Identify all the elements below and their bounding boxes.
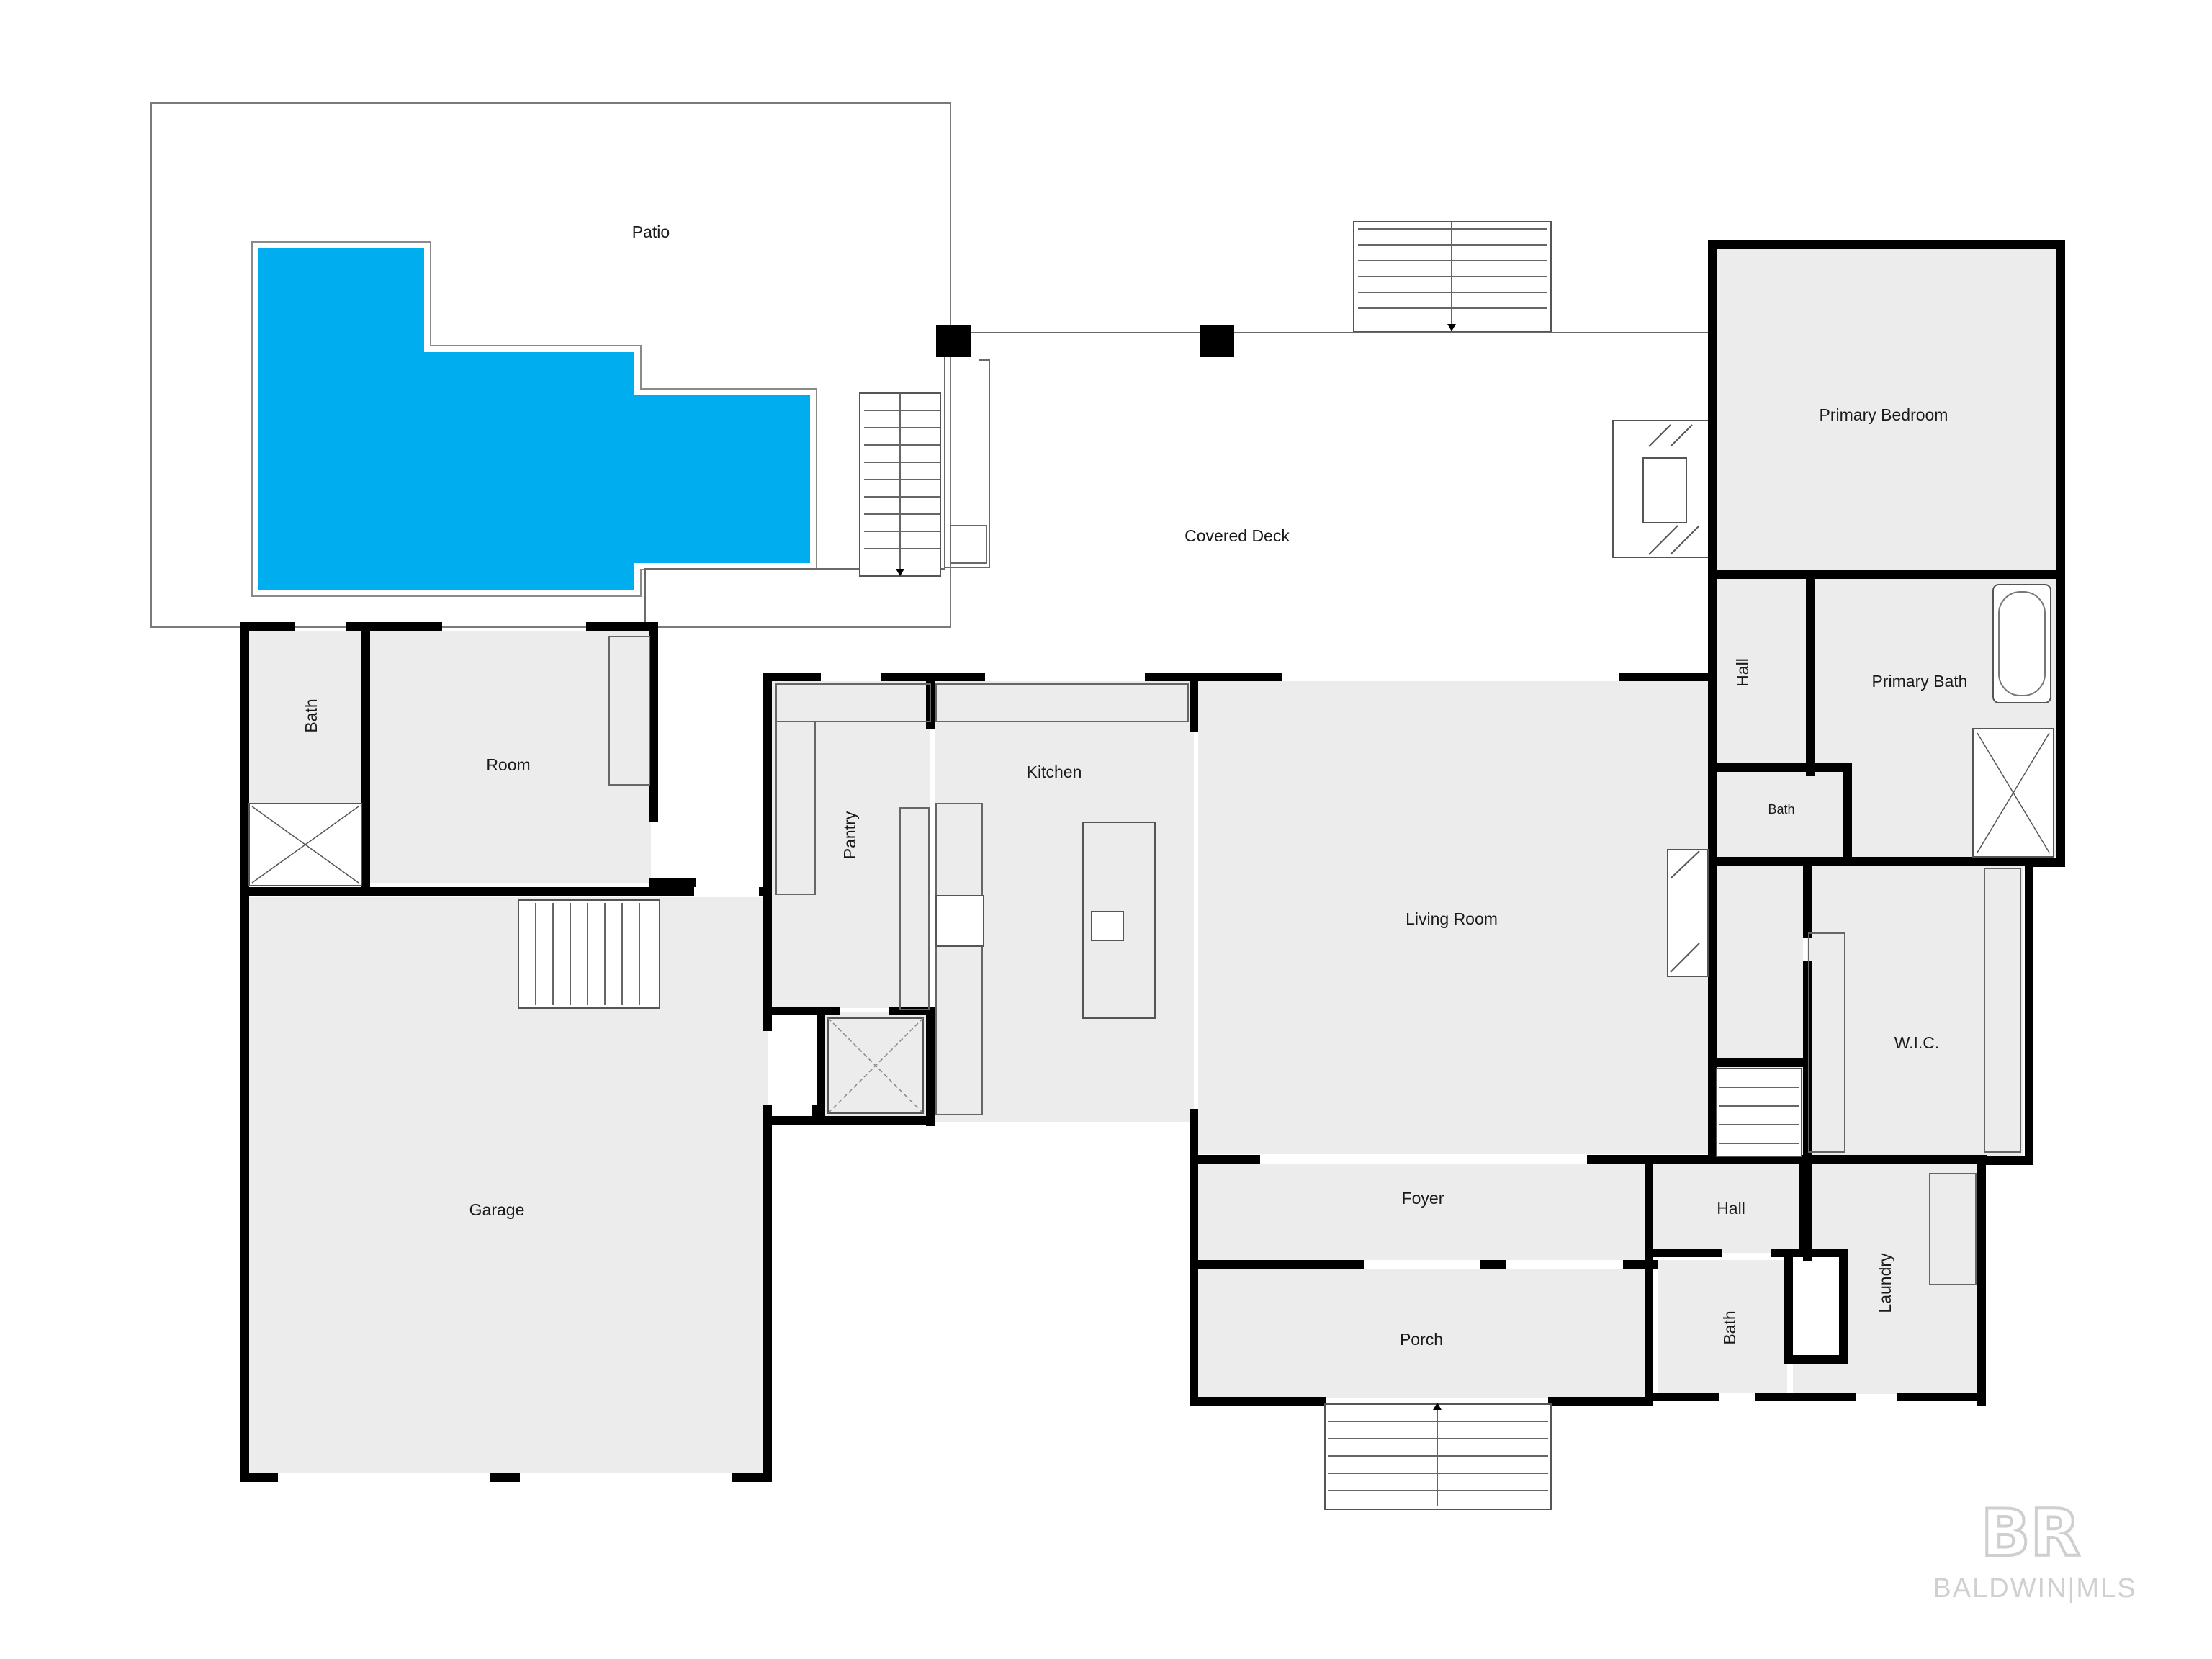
label-room: Room [486,755,530,774]
deck-stairs [1353,221,1552,332]
label-garage: Garage [469,1200,525,1219]
label-primary-bath: Primary Bath [1872,672,1968,691]
label-kitchen: Kitchen [1027,763,1082,781]
label-living-room: Living Room [1406,909,1498,928]
label-bath-small: Bath [1768,802,1794,817]
label-laundry: Laundry [1876,1253,1894,1313]
deck-post [1200,325,1234,357]
label-hall-upper: Hall [1733,658,1752,687]
room-labels: Patio Covered Deck Primary Bedroom Hall … [302,222,1967,1349]
label-primary-bedroom: Primary Bedroom [1820,405,1948,424]
watermark-logo: BR [1981,1496,2080,1571]
patio-stairs [859,392,941,577]
label-wic: W.I.C. [1894,1033,1940,1052]
patio-area [150,102,951,628]
label-hall-lower: Hall [1717,1199,1745,1218]
label-porch: Porch [1400,1330,1443,1349]
room-fills [249,249,2056,1473]
walls [240,240,2065,1482]
label-bath-left: Bath [302,698,320,732]
pool [254,244,814,594]
label-covered-deck: Covered Deck [1184,526,1290,545]
outdoor-fireplace [1612,420,1710,558]
baldwin-mls-watermark: BR BALDWIN|MLS [1933,1494,2136,1604]
label-pantry: Pantry [840,811,859,859]
label-foyer: Foyer [1402,1189,1444,1208]
deck-post [936,325,971,357]
watermark-text: BALDWIN|MLS [1933,1573,2136,1604]
label-bath-lower: Bath [1720,1310,1739,1344]
label-patio: Patio [632,222,670,241]
covered-deck-area [644,221,1717,627]
fixtures [248,584,2054,1510]
